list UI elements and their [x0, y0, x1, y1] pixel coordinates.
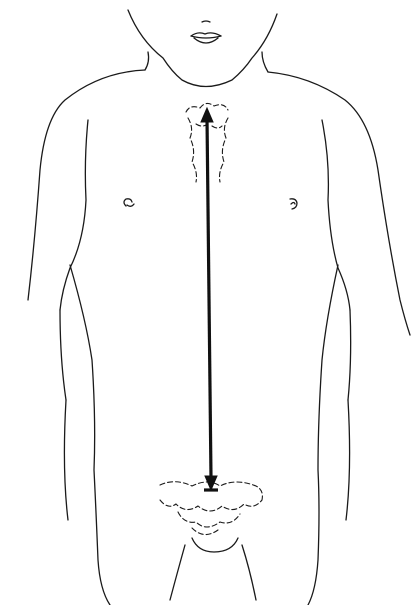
torso-outline [70, 265, 338, 605]
right-arm-outline [268, 72, 410, 400]
arrow-head-top [201, 108, 213, 122]
left-nipple [124, 199, 134, 206]
mouth [191, 21, 221, 43]
groin-outline [170, 538, 256, 600]
hand-left [64, 400, 68, 520]
right-nipple [290, 199, 297, 209]
hand-right [346, 400, 350, 520]
left-arm-outline [28, 70, 145, 400]
measurement-arrow [201, 108, 218, 490]
